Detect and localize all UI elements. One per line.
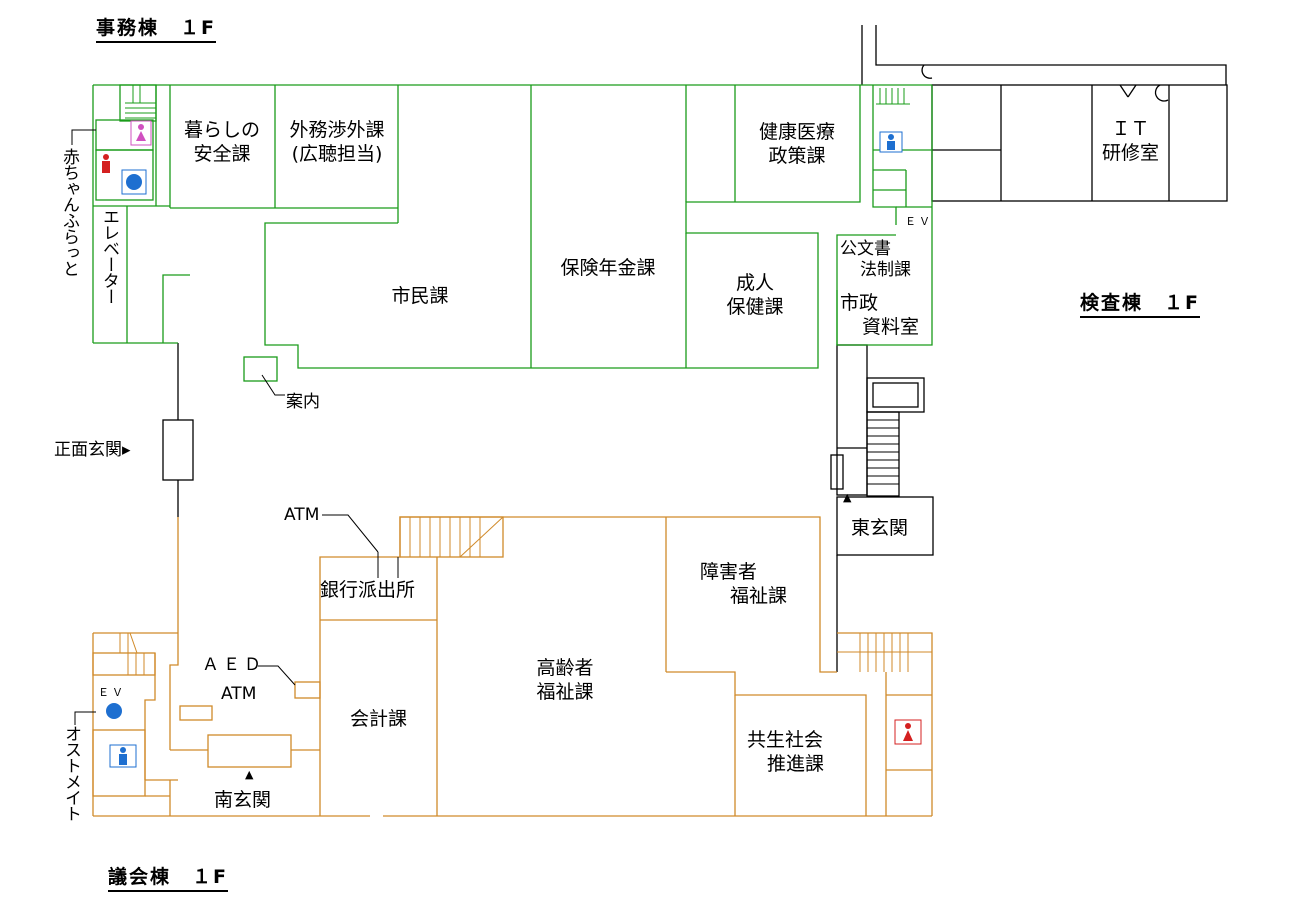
room-kurashi[interactable]: 暮らしの 安全課 [183,119,260,165]
label-aed: ＡＥＤ [202,655,265,675]
label-minami[interactable]: 南玄関 [214,789,272,811]
room-bunsho[interactable]: 公文書 法制課 [840,239,911,280]
leader-lines [71,129,399,725]
building-title-jimu: 事務棟 １F [96,16,216,43]
label-shomen: 正面玄関▸ [54,440,131,460]
room-shisei[interactable]: 市政 資料室 [840,292,920,338]
room-kaikei[interactable]: 会計課 [349,708,407,730]
restroom-accessible-icon [106,703,122,719]
label-atm-left: ATM [221,684,257,704]
gikai-building-walls [92,516,933,817]
room-koreisha[interactable]: 高齢者 福祉課 [536,657,594,703]
label-ev-south: ＥＶ [98,686,126,699]
label-akachan: 赤ちゃんふらっと [59,148,79,276]
room-shogai[interactable]: 障害者 福祉課 [700,561,788,607]
room-gaimu[interactable]: 外務渉外課 (広聴担当) [289,119,385,165]
restroom-mens-icon [102,154,110,173]
room-it[interactable]: ＩＴ 研修室 [1101,118,1159,164]
label-elevator: エレベーター [99,208,119,304]
label-higashi[interactable]: 東玄関 [851,517,909,539]
label-atm-top: ATM [284,505,320,525]
building-title-kensa: 検査棟 １F [1080,291,1200,318]
restroom-mens-icon [109,744,137,768]
restroom-womens-icon [130,120,152,146]
label-annai: 案内 [286,392,320,412]
east-entrance-arrow: ▲ [843,491,852,504]
label-ostomate: オストメイト [61,725,81,821]
label-ev-east: ＥＶ [905,215,933,228]
restroom-accessible-icon [121,169,147,195]
south-entrance-arrow: ▲ [245,768,254,781]
room-kyosei[interactable]: 共生社会 推進課 [747,729,825,775]
room-hoken-nenkin[interactable]: 保険年金課 [560,257,656,279]
room-seijin[interactable]: 成人 保健課 [726,272,784,318]
room-kenko[interactable]: 健康医療 政策課 [758,121,835,167]
room-shimin[interactable]: 市民課 [391,285,449,307]
restroom-womens-icon [894,719,922,745]
restroom-mens-icon [879,131,903,153]
room-ginko[interactable]: 銀行派出所 [320,579,416,601]
building-title-gikai: 議会棟 １F [108,865,228,892]
